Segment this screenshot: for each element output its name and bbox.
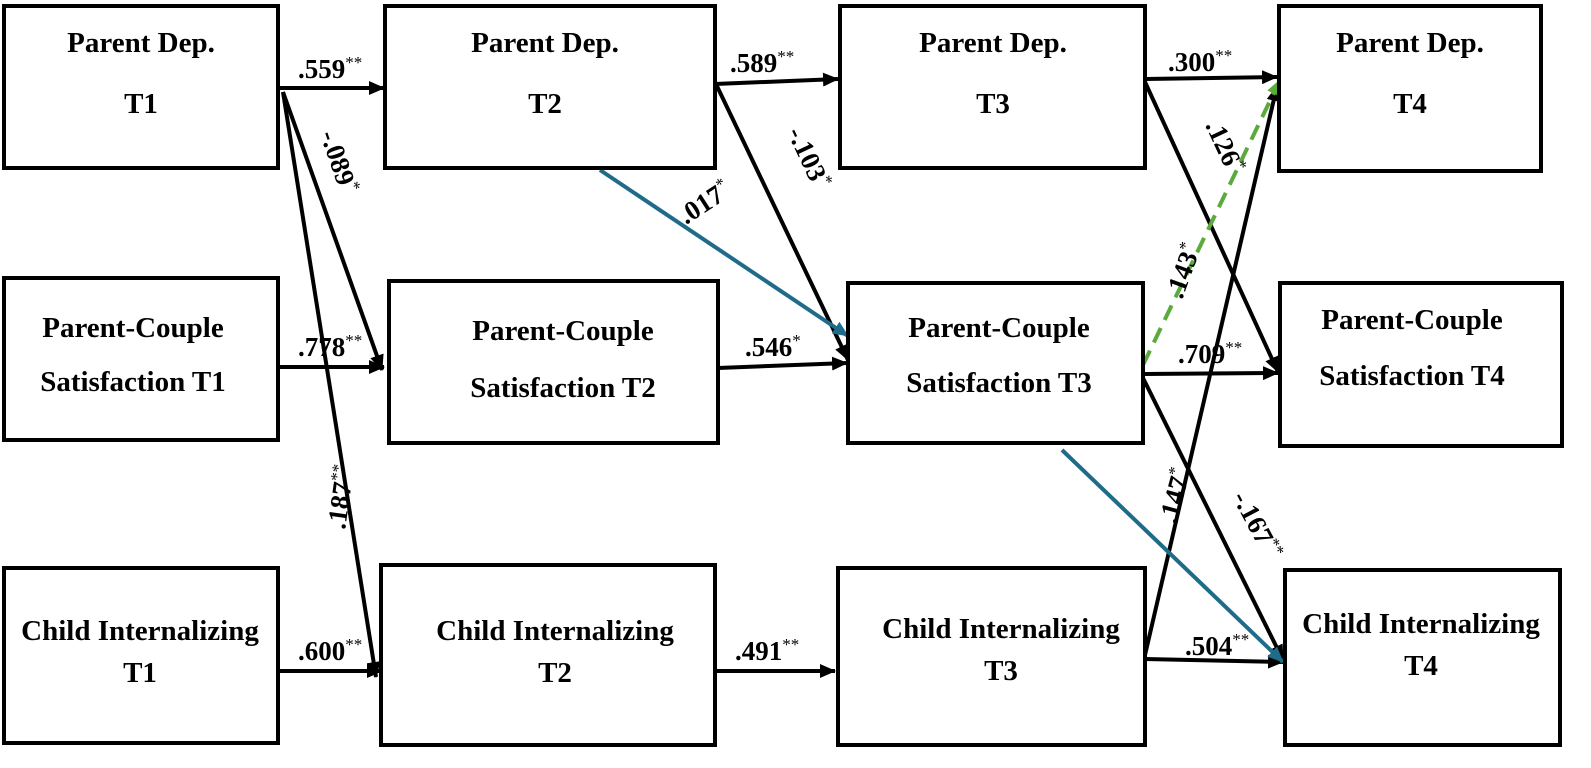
path-pd2-ps3 — [713, 81, 850, 361]
node-parent-dep-t2: Parent Dep. T2 — [383, 4, 717, 170]
svg-text:Child Internalizing: Child Internalizing — [436, 615, 674, 647]
coef-pd3-pd4: .300** — [1168, 46, 1232, 77]
svg-text:Child Internalizing: Child Internalizing — [21, 615, 259, 647]
nodes: Parent Dep. T1 Parent Dep. T2 Parent Dep… — [2, 4, 1564, 747]
svg-text:Parent Dep.: Parent Dep. — [471, 27, 619, 59]
svg-text:T3: T3 — [984, 655, 1018, 687]
svg-text:Parent-Couple: Parent-Couple — [472, 315, 654, 347]
node-parent-couple-satisfaction-t1: Parent-Couple Satisfaction T1 — [2, 276, 280, 442]
coef-pd1-pd2: .559** — [298, 53, 362, 84]
coef-ci3-ci4: .504** — [1185, 630, 1249, 661]
svg-text:T1: T1 — [124, 88, 158, 120]
coef-pd3-ps4: .126* — [1200, 114, 1252, 178]
path-pd1-ps2 — [281, 91, 384, 371]
node-parent-dep-t4: Parent Dep. T4 — [1277, 4, 1543, 173]
svg-text:T4: T4 — [1404, 650, 1438, 682]
svg-text:T4: T4 — [1393, 88, 1427, 120]
svg-text:Satisfaction T3: Satisfaction T3 — [906, 367, 1092, 399]
coef-ci1-ci2: .600** — [298, 635, 362, 666]
coef-ci2-ci3: .491** — [735, 635, 799, 666]
svg-text:T2: T2 — [538, 657, 572, 689]
coef-ps2-ps3: .546* — [745, 331, 801, 362]
svg-text:Satisfaction T1: Satisfaction T1 — [40, 366, 226, 398]
node-parent-dep-t1: Parent Dep. T1 — [2, 4, 280, 170]
svg-text:Parent Dep.: Parent Dep. — [1336, 27, 1484, 59]
node-parent-couple-satisfaction-t4: Parent-Couple Satisfaction T4 — [1278, 281, 1564, 448]
path-ci3-pd4 — [1143, 85, 1281, 656]
node-parent-couple-satisfaction-t2: Parent-Couple Satisfaction T2 — [387, 279, 720, 445]
coef-pd2-ps3: -.103* — [782, 121, 837, 193]
svg-text:Child Internalizing: Child Internalizing — [882, 613, 1120, 645]
node-child-internalizing-t1: Child Internalizing T1 — [2, 566, 280, 745]
node-parent-couple-satisfaction-t3: Parent-Couple Satisfaction T3 — [846, 281, 1145, 445]
svg-text:Parent-Couple: Parent-Couple — [42, 312, 224, 344]
coef-ps1-ps2: .778** — [298, 331, 362, 362]
svg-text:Satisfaction T2: Satisfaction T2 — [470, 372, 656, 404]
path-pd3-pd4 — [1144, 70, 1278, 85]
path-ps2-ps3 — [717, 356, 848, 371]
path-pd2-pd3 — [714, 72, 839, 87]
paths — [280, 70, 1285, 678]
svg-text:Child Internalizing: Child Internalizing — [1302, 608, 1540, 640]
coef-pd1-ps2: -.089* — [314, 126, 364, 197]
coef-indirect-pd2-ps3: .017* — [672, 174, 736, 230]
svg-text:T1: T1 — [123, 657, 157, 689]
svg-text:Satisfaction T4: Satisfaction T4 — [1319, 360, 1505, 392]
coef-ps3-ci4: -.167** — [1227, 485, 1289, 564]
coef-pd1-ci2: .187** — [320, 463, 360, 531]
svg-text:Parent Dep.: Parent Dep. — [919, 27, 1067, 59]
path-ps3-ci4 — [1141, 377, 1285, 661]
coef-pd2-pd3: .589** — [730, 47, 794, 78]
node-child-internalizing-t4: Child Internalizing T4 — [1283, 568, 1562, 747]
svg-text:T2: T2 — [528, 88, 562, 120]
svg-text:Parent Dep.: Parent Dep. — [67, 27, 215, 59]
path-indirect-ps3-ci4 — [1060, 448, 1285, 664]
path-ps3-pd4-dashed — [1141, 79, 1282, 366]
coef-ps3-ps4: .709** — [1178, 338, 1242, 369]
node-child-internalizing-t2: Child Internalizing T2 — [379, 563, 717, 747]
svg-text:Parent-Couple: Parent-Couple — [1321, 304, 1503, 336]
svg-text:T3: T3 — [976, 88, 1010, 120]
node-parent-dep-t3: Parent Dep. T3 — [838, 4, 1147, 170]
svg-text:Parent-Couple: Parent-Couple — [908, 312, 1090, 344]
path-pd1-ci2 — [281, 91, 381, 678]
path-indirect-pd2-ps3 — [598, 168, 850, 338]
node-child-internalizing-t3: Child Internalizing T3 — [836, 566, 1147, 747]
path-ci3-ci4 — [1144, 654, 1284, 669]
